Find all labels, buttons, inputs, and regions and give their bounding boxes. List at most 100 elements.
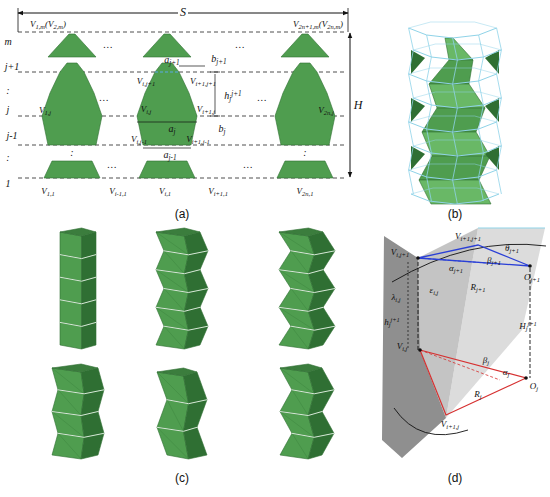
figure-label: λi,j	[391, 293, 400, 302]
figure-label: :	[70, 148, 73, 158]
crease-pattern	[18, 8, 350, 178]
figure-label: Vi+1,j	[197, 105, 215, 114]
line	[210, 72, 220, 73]
fold-line	[60, 322, 96, 326]
line	[164, 251, 184, 274]
figure-label: Rj+1	[471, 283, 486, 292]
figure-label: aj-1	[164, 150, 177, 160]
figure-label: Vi-1,1	[109, 187, 127, 196]
fold-line	[291, 326, 335, 330]
green-facet	[60, 228, 96, 236]
figure-label: Vi+1,1	[208, 187, 228, 196]
ring-edge	[413, 50, 501, 60]
fold-line	[280, 412, 322, 416]
figure-label: H	[352, 99, 365, 111]
fold-line	[164, 326, 208, 330]
line	[453, 132, 458, 156]
fold-line	[60, 277, 96, 281]
line	[167, 400, 184, 432]
green-facet	[157, 368, 197, 376]
green-facet	[82, 255, 96, 282]
line	[497, 146, 502, 170]
ring-edge	[409, 122, 497, 132]
green-facet	[42, 63, 102, 145]
figure-label: V2n,j	[318, 106, 333, 115]
green-facet	[308, 412, 334, 438]
line	[409, 122, 414, 146]
figure-label: m	[4, 37, 11, 47]
line	[292, 433, 308, 459]
fold-line	[58, 433, 104, 437]
figure-label: V2n+1,m(V2n,m)	[293, 20, 343, 29]
figure-label: θj+1	[505, 244, 519, 253]
figure-label: …	[258, 93, 267, 103]
fold-line	[156, 270, 200, 274]
green-facet	[143, 34, 191, 57]
figure-label: hjj+1	[224, 91, 241, 101]
line	[143, 148, 191, 149]
figure-label: V1,1	[41, 187, 55, 196]
fold-line	[60, 300, 96, 304]
line	[409, 170, 414, 194]
figure-label: Vi+1,j-1	[186, 135, 210, 144]
figure-label: Vi+1,j+1	[190, 77, 216, 86]
line	[164, 289, 184, 312]
figure-label: :	[6, 86, 9, 96]
figure-label: 1	[6, 179, 11, 189]
figure-label: Vi,j+1	[391, 248, 409, 257]
figure-label: aj+1	[164, 55, 179, 65]
line	[164, 326, 184, 349]
green-facet	[422, 108, 485, 132]
fold-line	[292, 433, 334, 437]
figure-label: αj+1	[449, 264, 463, 273]
figure-label: …	[108, 160, 117, 170]
figure-label: (d)	[448, 472, 463, 484]
fold-line	[279, 270, 323, 274]
fold-line	[279, 307, 323, 311]
line	[291, 326, 308, 349]
ring-edge	[409, 28, 497, 38]
line	[497, 50, 502, 74]
green-facet	[137, 63, 197, 145]
fold-line	[164, 251, 208, 255]
figure-label: …	[100, 93, 109, 103]
green-facet	[81, 368, 104, 394]
fold-line	[52, 412, 98, 416]
green-facet	[184, 326, 208, 349]
line	[18, 32, 345, 33]
green-facet	[52, 433, 84, 459]
figure-label: Oj	[530, 382, 538, 391]
line	[497, 98, 502, 122]
green-facet	[44, 161, 100, 178]
green-facet	[280, 364, 322, 372]
ring-edge	[409, 68, 497, 74]
green-facet	[52, 390, 84, 416]
fold-line	[167, 400, 207, 404]
green-facet	[60, 232, 82, 259]
ring-edge	[413, 140, 501, 146]
fold-line	[291, 289, 335, 293]
figure-label: (a)	[175, 208, 190, 220]
ring-edge	[413, 92, 501, 98]
figure-label: j-1	[6, 131, 17, 141]
green-facet	[445, 38, 473, 60]
fold-line	[292, 390, 334, 394]
fold-line	[157, 427, 197, 431]
line	[137, 122, 197, 123]
green-facet	[277, 161, 333, 178]
green-facet	[82, 322, 96, 349]
figure-label: S	[178, 6, 188, 18]
green-facet	[82, 232, 96, 259]
figure-label: …	[104, 40, 113, 50]
figure-label: Rj	[474, 390, 481, 399]
figure-label: Vi+1,j	[441, 420, 459, 429]
figure-label: εi,j	[430, 286, 439, 295]
line	[58, 390, 81, 416]
line	[453, 38, 458, 60]
figure-label: Oj+1	[524, 273, 540, 282]
figure-label: hjj+1	[384, 318, 400, 327]
green-facet	[82, 300, 96, 327]
line	[409, 98, 414, 122]
ring-edge	[409, 22, 497, 28]
